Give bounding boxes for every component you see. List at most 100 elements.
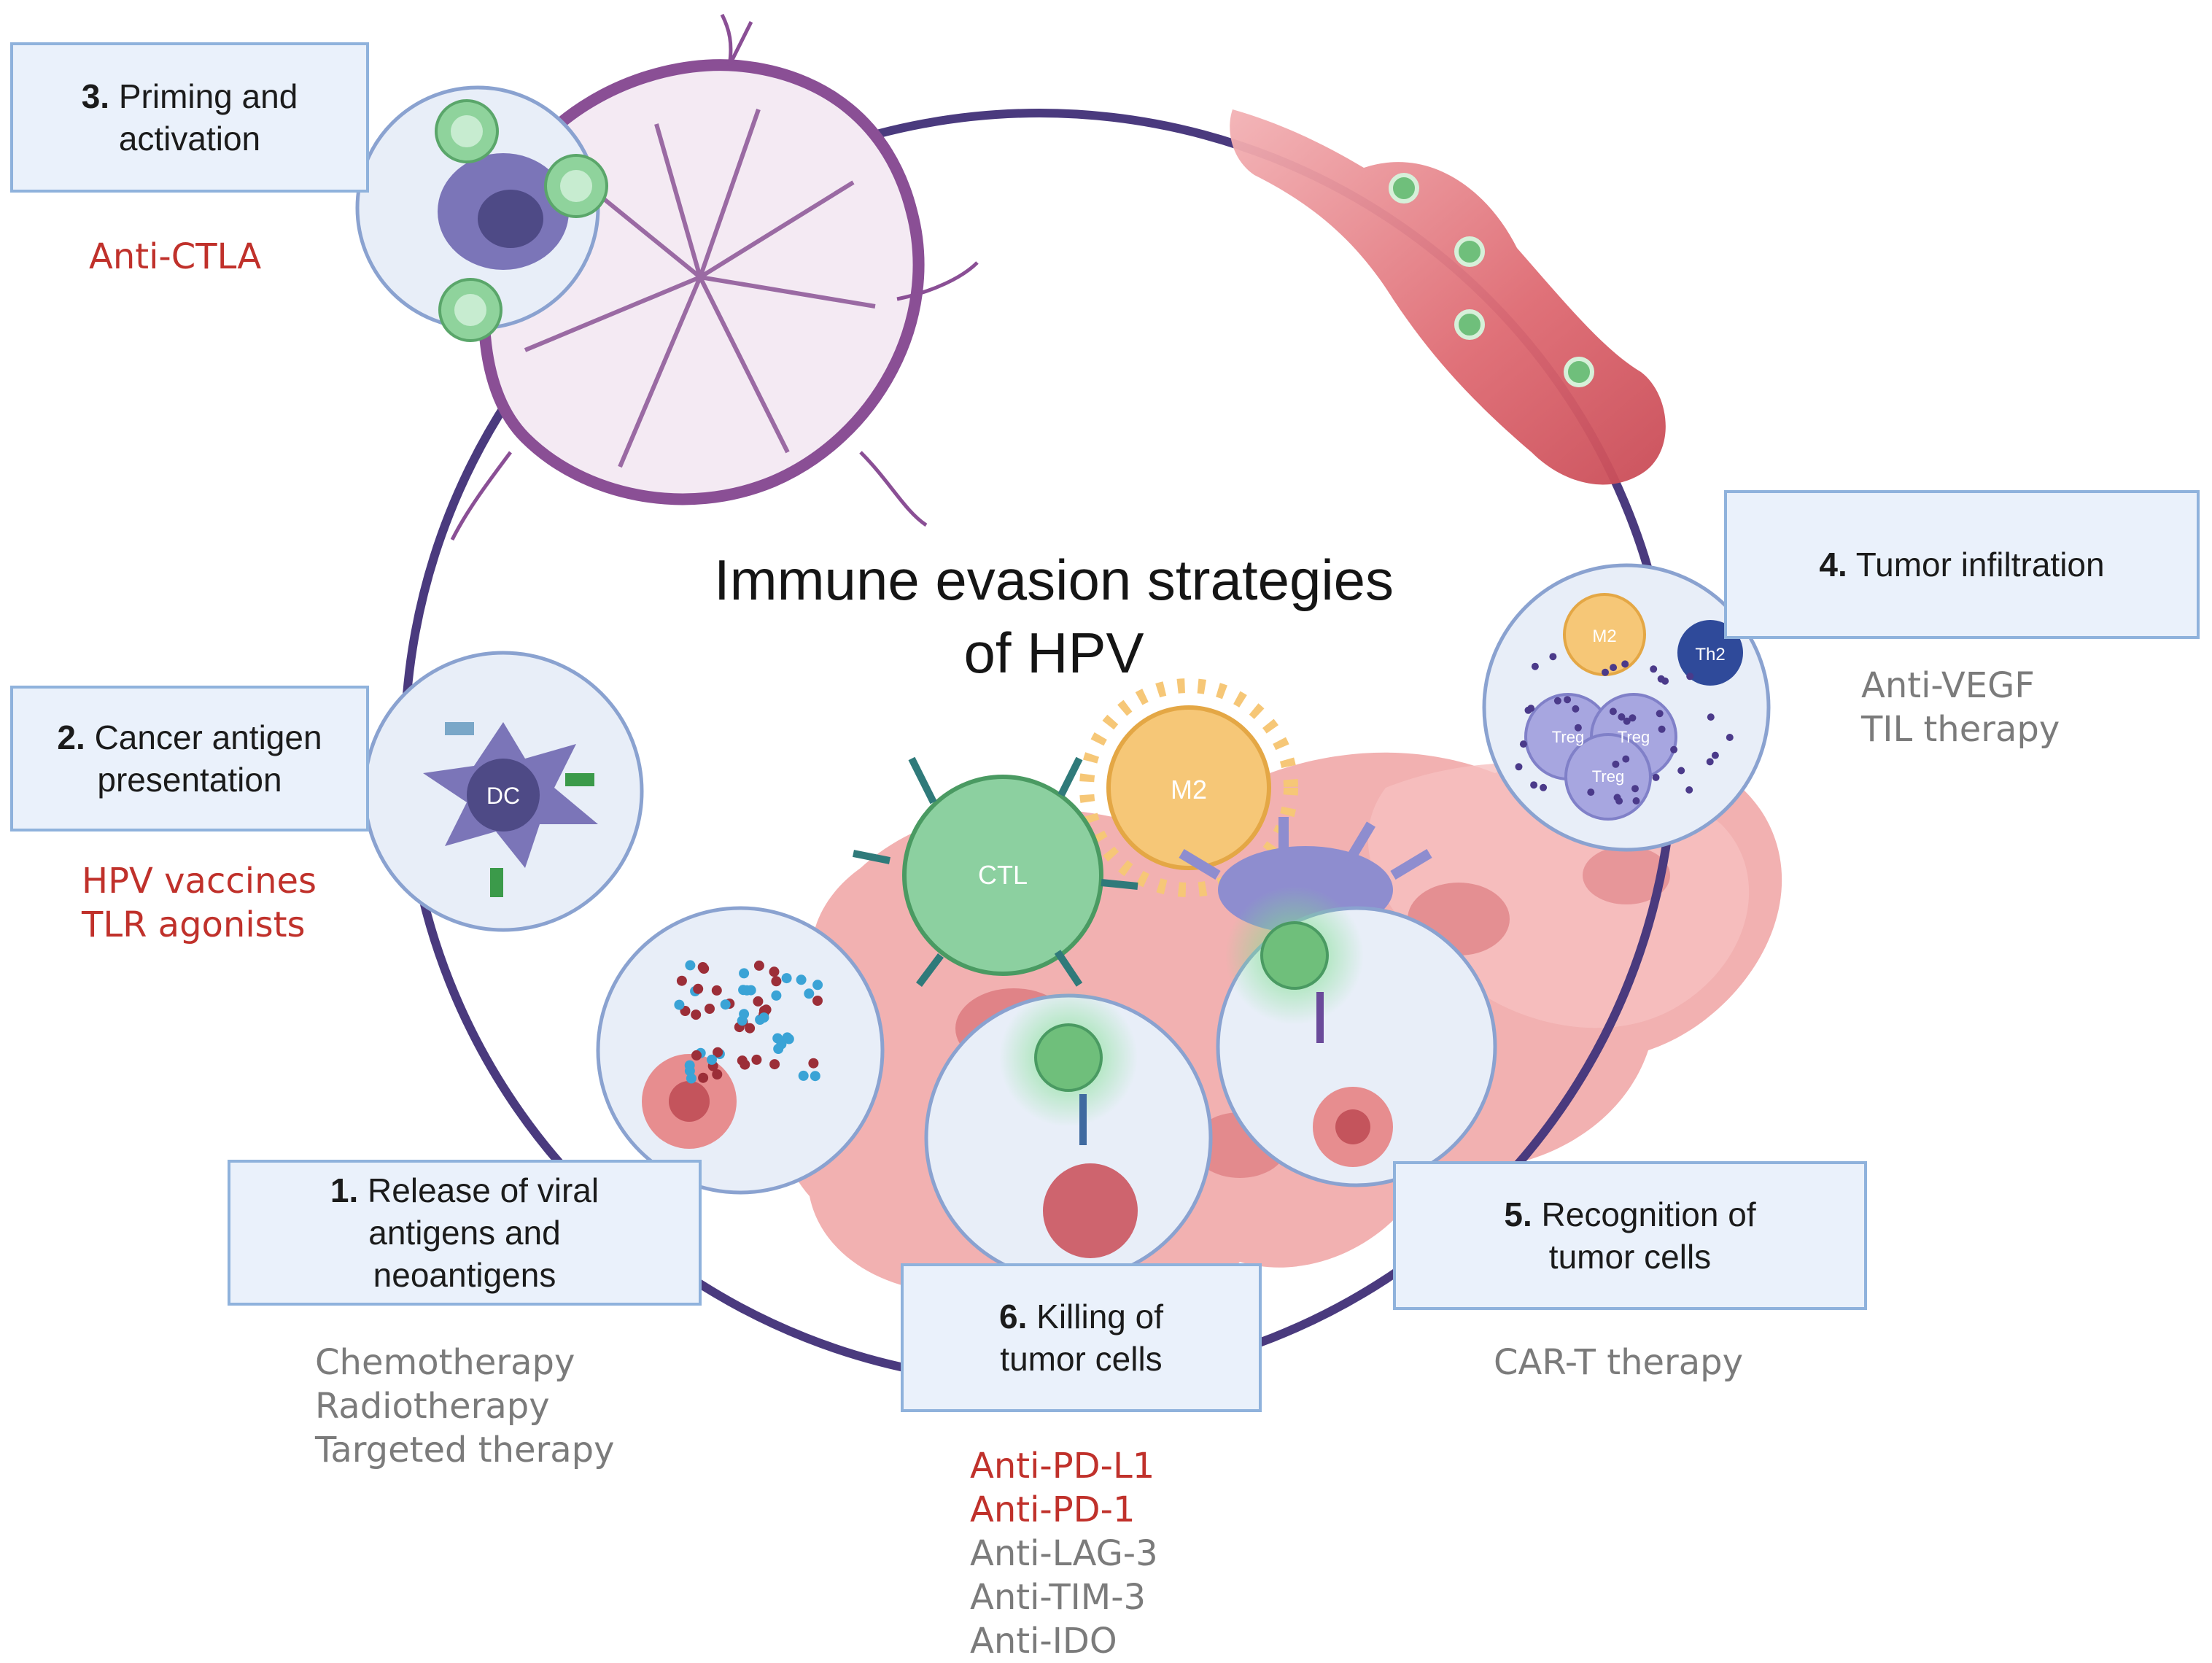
antigen-particle	[739, 1009, 750, 1020]
cytokine-dot	[1549, 653, 1557, 661]
cytokine-dot	[1515, 763, 1523, 771]
cytokine-dot	[1623, 717, 1631, 725]
cytokine-dot	[1707, 713, 1715, 721]
therapy-item: Targeted therapy	[315, 1430, 615, 1470]
step-2-therapies: HPV vaccines TLR agonists	[82, 859, 317, 947]
antigen-particle	[739, 968, 750, 979]
cytokine-dot	[1519, 740, 1527, 748]
m2-label: M2	[1171, 775, 1207, 805]
ctl-label: CTL	[978, 860, 1028, 890]
step-text: Priming and	[118, 77, 298, 115]
step-number: 2.	[57, 718, 85, 756]
therapy-item: TLR agonists	[82, 904, 306, 945]
antigen-particle	[713, 1047, 723, 1058]
cytokine-dot	[1524, 706, 1532, 714]
step-text: tumor cells	[1000, 1340, 1163, 1378]
step-text: presentation	[97, 761, 282, 799]
step-4-therapies: Anti-VEGF TIL therapy	[1861, 664, 2060, 751]
cytokine-dot	[1686, 672, 1694, 681]
therapy-item: Anti-PD-L1	[970, 1446, 1155, 1486]
cytokine-dot	[1670, 745, 1678, 753]
cytokine-dot	[1706, 758, 1714, 766]
antigen-particle	[776, 1039, 787, 1050]
therapy-item: Anti-TIM-3	[970, 1577, 1146, 1618]
cytokine-dot	[1656, 710, 1664, 718]
step-text: Release of viral	[368, 1171, 599, 1209]
antigen-particle	[691, 1009, 702, 1020]
title-line-2: of HPV	[963, 621, 1144, 685]
antigen-particle	[812, 980, 823, 991]
antigen-particle	[742, 985, 753, 996]
blood-vessel	[1230, 109, 1666, 485]
step-3-box: 3. Priming and activation	[10, 42, 369, 193]
antigen-particle	[711, 985, 722, 996]
antigen-particle	[771, 990, 782, 1001]
therapy-item: Anti-VEGF	[1861, 665, 2035, 706]
therapy-item: TIL therapy	[1861, 709, 2060, 750]
step-text: tumor cells	[1548, 1238, 1712, 1276]
step-1-therapies: Chemotherapy Radiotherapy Targeted thera…	[315, 1341, 615, 1472]
diagram-title: Immune evasion strategies of HPV	[598, 543, 1510, 689]
step-number: 5.	[1504, 1195, 1532, 1233]
antigen-particle	[753, 996, 764, 1007]
step-text: Killing of	[1036, 1298, 1164, 1336]
antigen-particle	[771, 976, 782, 987]
step-2-illustration: DC	[362, 651, 644, 932]
therapy-item: Chemotherapy	[315, 1342, 575, 1383]
antigen-particle	[745, 1023, 756, 1034]
ctl-cell: CTL	[853, 756, 1138, 987]
step-text: activation	[118, 120, 261, 158]
m2-macrophage: M2	[1079, 678, 1298, 897]
step-number: 6.	[998, 1298, 1028, 1336]
cytokine-dot	[1574, 724, 1582, 732]
cytokine-dot	[1531, 662, 1539, 670]
step-1-illustration	[596, 906, 885, 1195]
cytokine-dot	[1632, 797, 1640, 805]
step-3-illustration	[355, 85, 608, 342]
cytokine-dot	[1685, 786, 1693, 794]
antigen-particle	[712, 1069, 723, 1079]
cytokine-dot	[1553, 697, 1561, 705]
antigen-particle	[751, 1054, 762, 1065]
therapy-item: Anti-IDO	[970, 1621, 1117, 1662]
step-2-box: 2. Cancer antigen presentation	[10, 686, 369, 832]
step-number: 4.	[1819, 546, 1847, 584]
antigen-particle	[697, 962, 708, 972]
antigen-particle	[804, 988, 815, 999]
cytokine-dot	[1658, 725, 1666, 733]
antigen-particle	[676, 975, 687, 986]
antigen-particle	[758, 1012, 769, 1023]
cytokine-dot	[1615, 797, 1623, 805]
step-5-illustration	[1216, 886, 1497, 1187]
step-text: antigens and	[368, 1214, 561, 1252]
step-text: Tumor infiltration	[1855, 546, 2105, 584]
step-1-box: 1. Release of viral antigens and neoanti…	[228, 1160, 702, 1306]
antigen-particle	[808, 1058, 819, 1069]
antigen-particle	[685, 960, 696, 971]
treg-label: Treg	[1618, 728, 1650, 746]
cytokine-dot	[1631, 785, 1639, 793]
cytokine-dot	[1572, 705, 1580, 713]
cytokine-dot	[1650, 665, 1658, 673]
title-line-1: Immune evasion strategies	[713, 548, 1394, 612]
cytokine-dot	[1652, 773, 1660, 781]
step-6-therapies: Anti-PD-L1 Anti-PD-1 Anti-LAG-3 Anti-TIM…	[970, 1444, 1158, 1663]
therapy-item: Anti-PD-1	[970, 1489, 1136, 1530]
antigen-particle	[753, 960, 764, 971]
step-4-illustration: M2 Th2 Treg Treg Treg	[1482, 563, 1771, 852]
cytokine-dot	[1621, 660, 1629, 668]
step-text: Cancer antigen	[94, 718, 322, 756]
cytokine-dot	[1609, 708, 1617, 716]
antigen-particle	[707, 1054, 717, 1065]
cytokine-dot	[1612, 760, 1620, 768]
cytokine-dot	[1530, 781, 1538, 789]
cytokine-dot	[1629, 714, 1637, 722]
cytokine-dot	[1610, 664, 1618, 672]
step-number: 1.	[330, 1171, 359, 1209]
antigen-particle	[782, 1032, 793, 1043]
antigen-particle	[769, 966, 780, 977]
step-5-box: 5. Recognition of tumor cells	[1393, 1161, 1867, 1310]
cytokine-dot	[1677, 767, 1685, 775]
